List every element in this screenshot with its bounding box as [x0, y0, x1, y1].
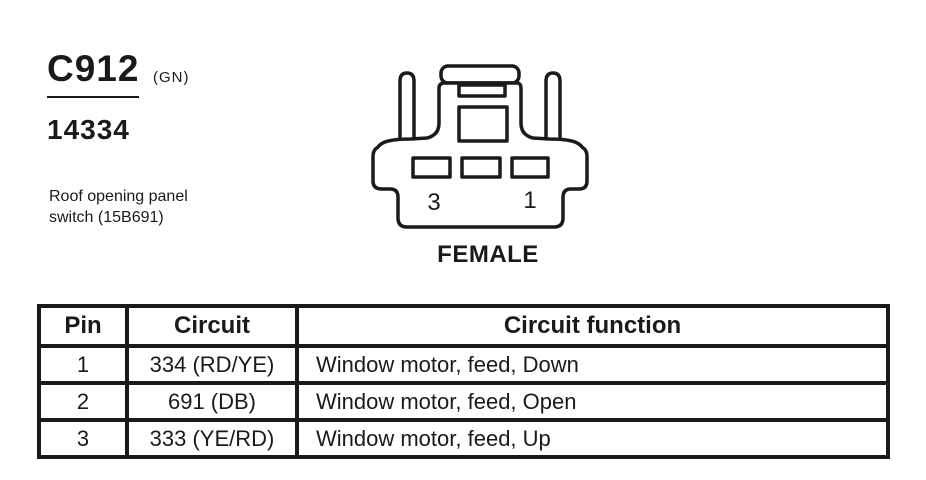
pin-1-label: 1	[523, 187, 536, 214]
circuit-column-header: Circuit	[125, 304, 299, 348]
circuit-cell: 333 (YE/RD)	[125, 418, 299, 459]
connector-color-code: (GN)	[153, 69, 190, 86]
connector-body	[371, 81, 589, 229]
pin-cell: 1	[37, 344, 129, 385]
connector-left-prong	[398, 71, 416, 148]
table-row: 3 333 (YE/RD) Window motor, feed, Up	[37, 418, 890, 459]
circuit-function-cell: Window motor, feed, Up	[295, 418, 890, 459]
connector-diagram: 3 1	[371, 64, 589, 229]
circuit-function-cell: Window motor, feed, Down	[295, 344, 890, 385]
circuit-cell: 691 (DB)	[125, 381, 299, 422]
component-description-line2: switch (15B691)	[49, 209, 164, 226]
connector-latch	[439, 64, 521, 85]
component-description-line1: Roof opening panel	[49, 188, 188, 205]
pin-cell: 3	[37, 418, 129, 459]
connector-id: C912	[47, 50, 140, 98]
table-row: 2 691 (DB) Window motor, feed, Open	[37, 381, 890, 422]
pin-column-header: Pin	[37, 304, 129, 348]
component-description: Roof opening panel switch (15B691)	[49, 186, 188, 228]
circuit-cell: 334 (RD/YE)	[125, 344, 299, 385]
connector-right-prong	[544, 71, 562, 148]
circuit-function-column-header: Circuit function	[295, 304, 890, 348]
table-row: 1 334 (RD/YE) Window motor, feed, Down	[37, 344, 890, 385]
pin-table-header-row: Pin Circuit Circuit function	[37, 304, 890, 348]
pin-cell: 2	[37, 381, 129, 422]
terminal-slot-2	[460, 156, 502, 179]
latch-slot	[457, 83, 507, 98]
terminal-slot-3	[411, 156, 452, 179]
pin-table: Pin Circuit Circuit function 1 334 (RD/Y…	[37, 304, 890, 459]
circuit-function-cell: Window motor, feed, Open	[295, 381, 890, 422]
part-number: 14334	[47, 114, 130, 145]
connector-gender-label: FEMALE	[437, 241, 539, 268]
terminal-slot-1	[510, 156, 550, 179]
pin-3-label: 3	[427, 189, 440, 216]
center-cavity	[457, 105, 509, 143]
